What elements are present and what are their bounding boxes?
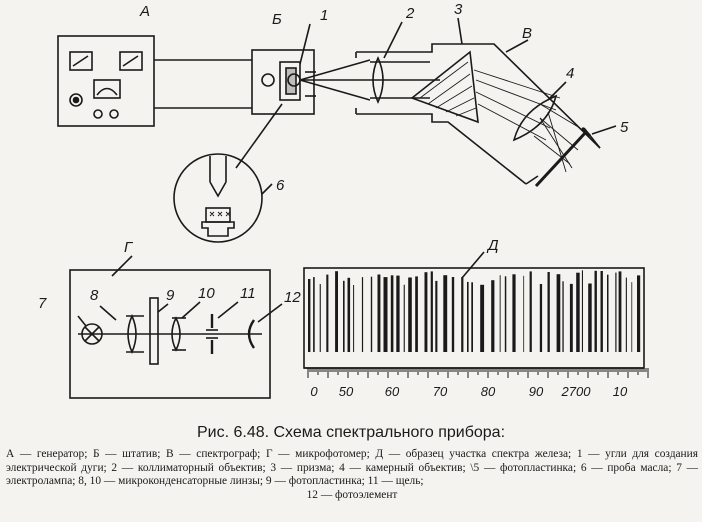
spectral-line [471,282,473,352]
spectral-line [435,280,438,352]
spectral-line [615,272,617,352]
spectral-line [408,277,412,352]
label-7: 7 [38,295,47,312]
figure-caption-title: Рис. 6.48. Схема спектрального прибора: [196,424,506,441]
prism [410,50,479,124]
spectral-line [430,271,433,352]
spectral-line [424,272,428,352]
spectral-line [529,271,532,352]
legend-text-last: 12 — фотоэлемент [306,488,398,501]
scale-tick-label: 50 [339,384,354,399]
spectral-line [637,275,641,352]
scale-tick-label: 80 [481,384,496,399]
spectral-line [361,277,364,352]
spectral-line [390,275,394,352]
spectral-line [443,275,448,352]
spectral-line [480,284,485,352]
spectral-line [523,275,525,352]
spectral-line [451,277,455,352]
spectral-line [556,274,561,352]
spectral-line [547,272,550,352]
label-12: 12 [284,289,301,306]
label-microphotometer: Г [124,239,134,256]
label-9: 9 [166,287,175,304]
figure-legend: А — генератор; Б — штатив; В — спектрогр… [6,448,698,502]
spectral-line [326,274,329,352]
wavelength-scale: 0 50 60 70 80 90 2700 10 [307,368,649,399]
spectral-line [607,274,609,352]
camera-lens [512,94,558,142]
label-spectrum-sample: Д [486,237,499,254]
label-5: 5 [620,119,629,136]
spectral-line [625,277,627,352]
scale-tick-label: 60 [385,384,400,399]
microphotometer-block [69,269,271,399]
spectral-line [631,282,633,352]
spectral-line [353,285,355,352]
spectral-line [347,277,351,352]
spectral-line [383,277,388,352]
spectral-line [461,277,464,352]
label-2: 2 [405,5,415,22]
spectral-line [308,279,311,352]
scale-tick-label: 70 [433,384,448,399]
spectral-line [370,276,373,352]
scale-tick-label: 90 [529,384,544,399]
label-stand: Б [272,11,282,28]
spectral-line [319,284,321,352]
spectral-line [499,275,501,352]
spectral-line [576,272,580,352]
label-8: 8 [90,287,99,304]
spectral-line [512,274,516,352]
scale-tick-label: 10 [613,384,628,399]
spectral-line [313,277,315,352]
label-spectrograph: В [522,25,532,42]
scale-tick-label: 0 [310,384,318,399]
label-11: 11 [240,285,256,302]
spectral-line [581,270,583,352]
spectral-line [562,281,564,352]
spectral-line [491,280,495,352]
spectral-line [377,274,381,352]
scale-tick-label: 2700 [561,384,592,399]
spectral-line [588,283,592,352]
spectral-line [539,284,543,352]
spectral-lines [308,270,641,352]
label-3: 3 [454,1,463,18]
oil-sample-magnified [173,153,263,243]
spectral-line [594,270,597,352]
spectral-line [403,284,405,352]
spectral-line [335,271,338,352]
spectral-line [467,281,469,352]
label-6: 6 [276,177,285,194]
spectral-line [504,276,507,352]
spectrograph-housing [355,43,601,185]
spectral-line [618,271,622,352]
label-1: 1 [320,7,328,24]
legend-text: А — генератор; Б — штатив; В — спектрогр… [6,448,698,488]
collimator-lens [372,56,384,104]
spectral-line [343,280,345,352]
label-10: 10 [198,285,215,302]
spectral-line [600,271,603,352]
spectral-line [569,283,573,352]
spectrum-strip [303,267,645,369]
generator-block [57,35,155,127]
photoplate [534,126,592,188]
label-4: 4 [566,65,574,82]
label-generator: А [139,3,150,20]
spectral-line [396,275,400,352]
spectral-line [415,276,418,352]
